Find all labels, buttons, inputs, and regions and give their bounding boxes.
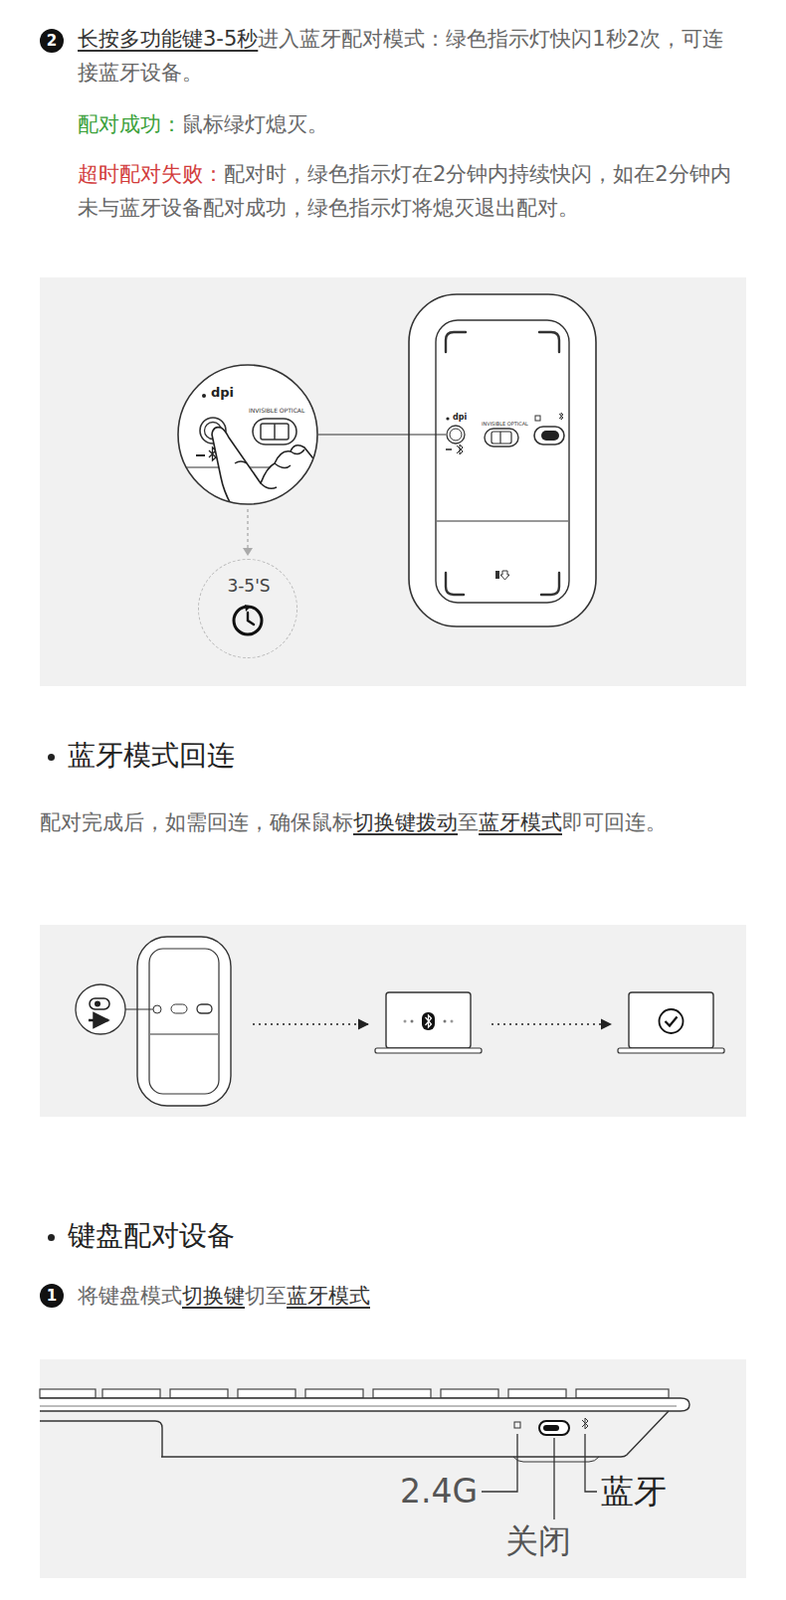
switch-label: 蓝牙 <box>600 1472 667 1513</box>
success-note: 配对成功：鼠标绿灯熄灭。 <box>77 107 735 142</box>
node-text: 3-5'S <box>198 576 299 596</box>
step-number: 1 <box>46 1287 57 1306</box>
step-text: 长按多功能键3-5秒进入蓝牙配对模式：绿色指示灯快闪1秒2次，可连接蓝牙设备。 <box>77 21 735 90</box>
zoom-callout: dpiINVISIBLE OPTICAL <box>177 365 319 507</box>
reconnect-text: 配对完成后，如需回连，确保鼠标切换键拨动至蓝牙模式即可回连。 <box>39 805 717 840</box>
timer-circle: 3-5'S <box>197 559 298 659</box>
step-text: 将键盘模式切换键切至蓝牙模式 <box>77 1279 735 1314</box>
switch-label: 2.4G <box>399 1472 478 1513</box>
emphasis-text: 蓝牙模式 <box>478 810 563 835</box>
section-heading: 蓝牙模式回连 <box>67 738 235 775</box>
button-label: dpi <box>452 412 467 422</box>
switch-label: 关闭 <box>505 1522 572 1563</box>
status-label: 配对成功： <box>77 112 183 137</box>
status-label: 超时配对失败： <box>77 162 224 187</box>
emphasis-text: 长按多功能键3-5秒 <box>77 26 258 51</box>
emphasis-text: 切换键拨动 <box>353 810 458 835</box>
step-badge: 1 <box>39 1284 64 1309</box>
heading-text: 键盘配对设备 <box>67 1219 235 1253</box>
node-text: dpi <box>210 385 234 400</box>
timeout-note: 超时配对失败：配对时，绿色指示灯在2分钟内持续快闪，如在2分钟内未与蓝牙设备配对… <box>77 157 735 225</box>
emphasis-text: 切换键 <box>182 1284 245 1309</box>
body-text: 切至 <box>244 1284 287 1309</box>
body-text: 至 <box>457 810 479 835</box>
node-text: INVISIBLE OPTICAL <box>248 406 305 414</box>
dashed-arrow <box>242 509 253 557</box>
body-text: 即可回连。 <box>562 810 667 835</box>
sensor-label: INVISIBLE OPTICAL <box>481 420 529 427</box>
step-badge: 2 <box>39 28 64 53</box>
heading-text: 蓝牙模式回连 <box>67 739 235 773</box>
section-heading: 键盘配对设备 <box>67 1218 235 1255</box>
bullet-dot <box>47 754 55 762</box>
step-number: 2 <box>46 31 57 50</box>
bullet-dot <box>47 1234 55 1242</box>
body-text: 将键盘模式 <box>77 1284 183 1309</box>
emphasis-text: 蓝牙模式 <box>286 1284 371 1309</box>
body-text: 配对完成后，如需回连，确保鼠标 <box>39 810 354 835</box>
body-text: 鼠标绿灯熄灭。 <box>182 112 329 137</box>
